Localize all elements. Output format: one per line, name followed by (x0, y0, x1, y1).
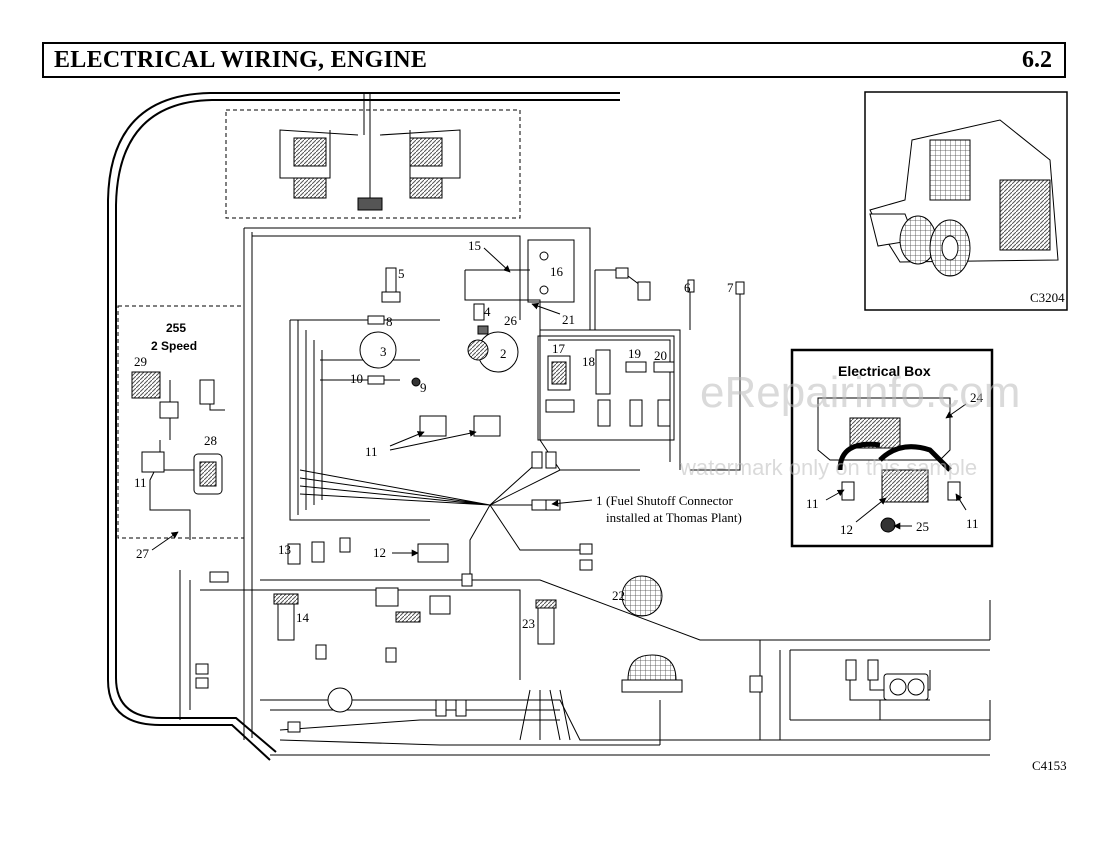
callout-25: 25 (916, 519, 929, 534)
callout-6: 6 (684, 280, 691, 295)
callout-12-box: 12 (840, 522, 853, 537)
title-bar: ELECTRICAL WIRING, ENGINE 6.2 (42, 42, 1066, 78)
callout-17: 17 (552, 341, 566, 356)
outer-harness (107, 92, 620, 761)
callout-27: 27 (136, 546, 150, 561)
watermark-brand: eRepairinfo.com (700, 368, 1020, 417)
callout-26: 26 (504, 313, 518, 328)
callout-14: 14 (296, 610, 310, 625)
callout-28: 28 (204, 433, 217, 448)
callout-16: 16 (550, 264, 564, 279)
inset-figure-code: C3204 (1030, 290, 1065, 305)
callout-labels: 1 (Fuel Shutoff Connector installed at T… (134, 238, 1067, 773)
callout-3: 3 (380, 344, 387, 359)
callout-7: 7 (727, 280, 734, 295)
callout-19: 19 (628, 346, 641, 361)
callout-1-note-line1: (Fuel Shutoff Connector (606, 493, 734, 508)
two-speed-model: 255 (166, 321, 186, 335)
main-figure-code: C4153 (1032, 758, 1067, 773)
callout-29: 29 (134, 354, 147, 369)
top-lights-module (225, 93, 521, 219)
callout-18: 18 (582, 354, 595, 369)
callout-2: 2 (500, 346, 507, 361)
electrical-box-inset: Electrical Box (790, 348, 994, 548)
callout-1: 1 (596, 493, 603, 508)
callout-11-box-right: 11 (966, 516, 979, 531)
machine-inset: C3204 (864, 91, 1068, 311)
callout-20: 20 (654, 348, 667, 363)
callout-24: 24 (970, 390, 984, 405)
callout-11-box-left: 11 (806, 496, 819, 511)
callout-23: 23 (522, 616, 535, 631)
callout-13: 13 (278, 542, 291, 557)
page-title: ELECTRICAL WIRING, ENGINE (54, 47, 428, 73)
callout-11: 11 (365, 444, 378, 459)
callout-21: 21 (562, 312, 575, 327)
electrical-box-title: Electrical Box (838, 363, 931, 379)
two-speed-box (117, 305, 245, 540)
watermark-note: watermark only on this sample (679, 455, 977, 480)
watermark: eRepairinfo.com watermark only on this s… (679, 368, 1020, 480)
callout-5: 5 (398, 266, 405, 281)
callout-8: 8 (386, 314, 393, 329)
callout-12: 12 (373, 545, 386, 560)
callout-11-two-speed: 11 (134, 475, 147, 490)
section-number: 6.2 (1022, 47, 1052, 73)
two-speed-label: 2 Speed (151, 339, 197, 353)
callout-9: 9 (420, 380, 427, 395)
callout-1-note-line2: installed at Thomas Plant) (606, 510, 742, 525)
callout-22: 22 (612, 588, 625, 603)
callout-4: 4 (484, 304, 491, 319)
leader-lines (151, 247, 967, 557)
callout-15: 15 (468, 238, 481, 253)
callout-10: 10 (350, 371, 363, 386)
